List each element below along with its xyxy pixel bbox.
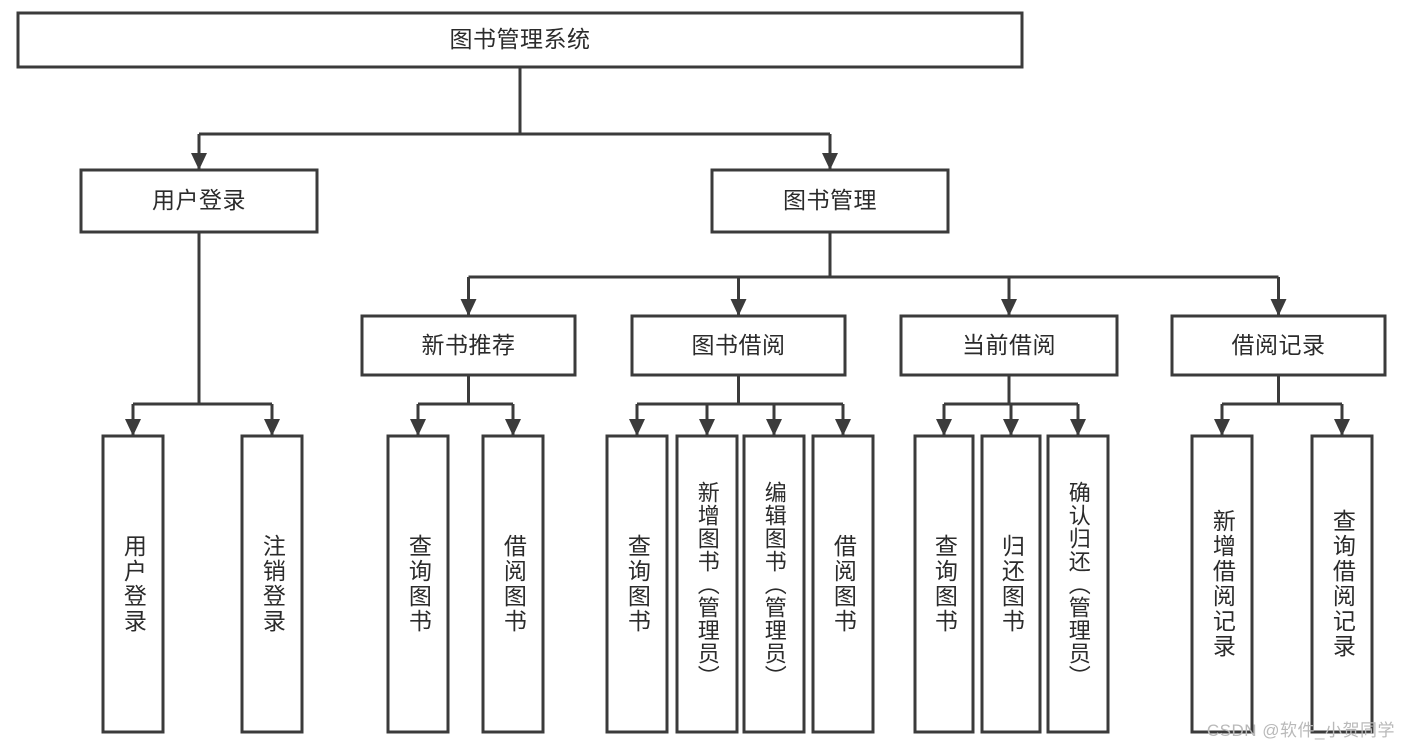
arrow-head-icon xyxy=(410,419,426,436)
watermark-text: CSDN @软件_小贺同学 xyxy=(1206,721,1395,740)
arrow-head-icon xyxy=(822,153,838,170)
node-box-leaf-user-logout[interactable] xyxy=(240,434,304,734)
node-box-leaf-query-record[interactable] xyxy=(1310,434,1374,734)
arrow-head-icon xyxy=(1070,419,1086,436)
node-box-leaf-edit-book[interactable] xyxy=(742,434,806,734)
node-box-book-borrow[interactable] xyxy=(630,314,847,377)
arrow-head-icon xyxy=(191,153,207,170)
node-box-book-manage[interactable] xyxy=(710,168,950,234)
node-box-leaf-query-book-current[interactable] xyxy=(913,434,975,734)
edges-layer xyxy=(125,67,1350,436)
arrow-head-icon xyxy=(766,419,782,436)
arrow-head-icon xyxy=(125,419,141,436)
node-box-root[interactable] xyxy=(16,11,1024,69)
node-box-leaf-return-book[interactable] xyxy=(980,434,1042,734)
arrow-head-icon xyxy=(1001,299,1017,316)
nodes-layer xyxy=(16,11,1387,734)
node-box-leaf-query-book-rec[interactable] xyxy=(386,434,450,734)
node-box-borrow-record[interactable] xyxy=(1170,314,1387,377)
node-box-user-login[interactable] xyxy=(79,168,319,234)
arrow-head-icon xyxy=(835,419,851,436)
node-box-leaf-add-record[interactable] xyxy=(1190,434,1254,734)
node-box-leaf-user-login[interactable] xyxy=(101,434,165,734)
node-box-current-borrow[interactable] xyxy=(899,314,1119,377)
arrow-head-icon xyxy=(936,419,952,436)
node-box-leaf-confirm-return[interactable] xyxy=(1046,434,1110,734)
arrow-head-icon xyxy=(1003,419,1019,436)
arrow-head-icon xyxy=(460,299,477,316)
arrow-head-icon xyxy=(1214,419,1230,436)
arrow-head-icon xyxy=(629,419,645,436)
arrow-head-icon xyxy=(699,419,715,436)
arrow-head-icon xyxy=(264,419,280,436)
node-box-leaf-query-book-borrow[interactable] xyxy=(605,434,669,734)
arrow-head-icon xyxy=(1334,419,1350,436)
node-box-leaf-borrow-book[interactable] xyxy=(811,434,875,734)
node-box-leaf-borrow-book-rec[interactable] xyxy=(481,434,545,734)
arrow-head-icon xyxy=(1270,299,1287,316)
node-box-new-book-rec[interactable] xyxy=(360,314,577,377)
arrow-head-icon xyxy=(505,419,521,436)
node-box-leaf-add-book[interactable] xyxy=(675,434,739,734)
arrow-head-icon xyxy=(730,299,747,316)
